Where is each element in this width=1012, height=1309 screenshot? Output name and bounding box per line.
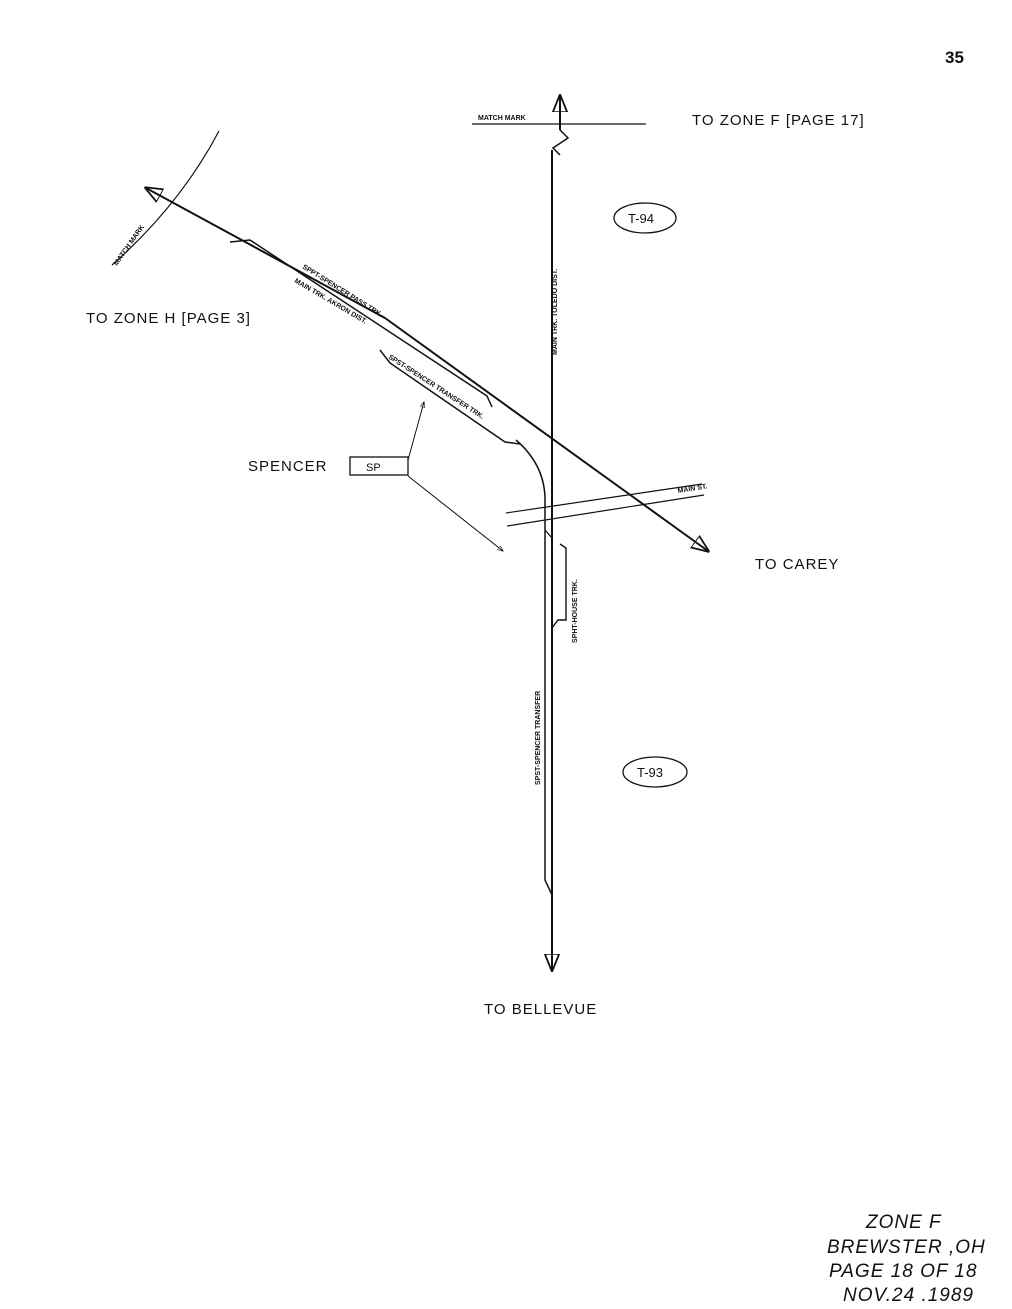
main-track-akron-se <box>384 317 708 551</box>
to-bellevue-label: TO BELLEVUE <box>484 1001 597 1018</box>
to-zone-f-label: TO ZONE F [PAGE 17] <box>692 112 865 129</box>
title-page: PAGE 18 OF 18 <box>829 1261 978 1282</box>
break-symbol <box>551 129 570 156</box>
main-track-akron <box>146 188 386 319</box>
to-zone-h-label: TO ZONE H [PAGE 3] <box>86 310 251 327</box>
to-carey-label: TO CAREY <box>755 556 839 573</box>
title-zone: ZONE F <box>865 1212 942 1233</box>
t93-label: T-93 <box>637 765 663 780</box>
spencer-transfer-stub <box>544 529 553 539</box>
spencer-transfer-lower-label: SPST-SPENCER TRANSFER <box>535 691 542 785</box>
sp-pointer-up <box>407 402 424 461</box>
sp-box-label: SP <box>366 462 381 474</box>
house-track <box>551 543 567 629</box>
t94-label: T-94 <box>628 211 654 226</box>
spencer-transfer-track-upper <box>379 349 521 445</box>
spencer-label: SPENCER <box>248 458 328 475</box>
sp-box <box>349 456 409 476</box>
spencer-transfer-curve <box>515 439 553 896</box>
match-mark-label-left: MATCH MARK <box>113 224 146 267</box>
spencer-pass-track <box>229 239 493 408</box>
match-mark-line-left <box>111 130 220 266</box>
title-date: NOV.24 .1989 <box>843 1285 974 1306</box>
t93-ellipse <box>622 756 688 788</box>
main-st-label: MAIN ST. <box>677 483 708 495</box>
main-st-road-upper <box>505 483 703 514</box>
match-mark-label-top: MATCH MARK <box>478 115 526 122</box>
page-number: 35 <box>945 48 964 67</box>
spencer-transfer-track-upper-label: SPST-SPENCER TRANSFER TRK. <box>387 354 485 421</box>
sp-pointer-down <box>407 475 503 551</box>
main-track-toledo-label: MAIN TRK. TOLEDO DIST. <box>552 269 559 355</box>
house-track-label: SPHT-HOUSE TRK. <box>572 579 579 643</box>
main-st-road-lower <box>506 494 705 527</box>
title-location: BREWSTER ,OH <box>827 1237 986 1258</box>
t94-ellipse <box>613 202 677 234</box>
